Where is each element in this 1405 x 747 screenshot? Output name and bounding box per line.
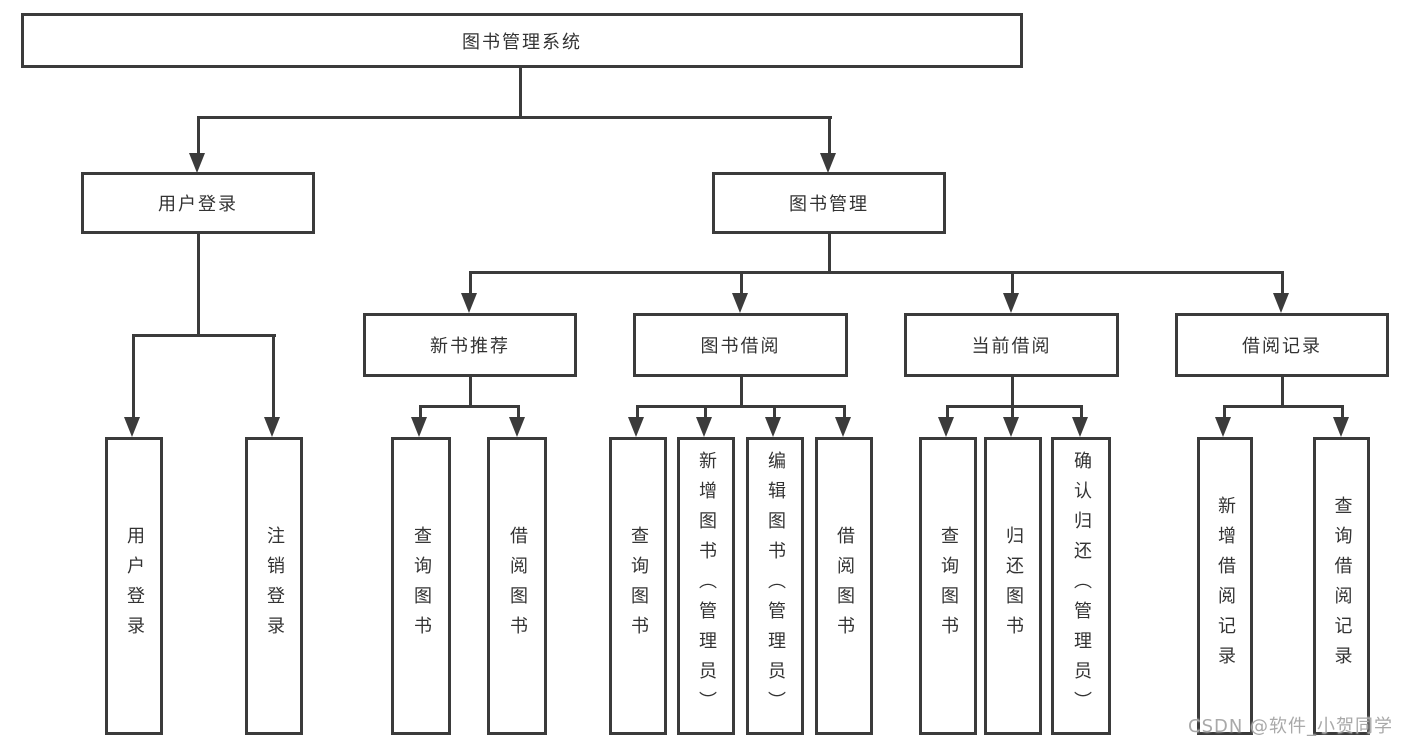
arrow-down-icon (461, 293, 477, 313)
node-label: 用户登录 (124, 526, 145, 646)
node-book-borrowing: 图书借阅 (633, 313, 848, 377)
leaf-user-login: 用户登录 (105, 437, 163, 735)
connector-line (272, 334, 275, 418)
arrow-down-icon (765, 417, 781, 437)
arrow-down-icon (411, 417, 427, 437)
node-label: 用户登录 (158, 194, 238, 215)
leaf-borrow-books: 借阅图书 (815, 437, 873, 735)
connector-line (946, 405, 1083, 408)
connector-line (704, 405, 707, 418)
connector-line (419, 405, 422, 418)
node-label: 注销登录 (264, 526, 285, 646)
arrow-down-icon (628, 417, 644, 437)
connector-line (519, 66, 522, 119)
leaf-borrow-books-recommend: 借阅图书 (487, 437, 547, 735)
leaf-query-books-current: 查询图书 (919, 437, 977, 735)
arrow-down-icon (938, 417, 954, 437)
connector-line (197, 116, 200, 154)
node-current-borrowing: 当前借阅 (904, 313, 1119, 377)
connector-line (1080, 405, 1083, 418)
connector-line (1011, 375, 1014, 408)
connector-line (469, 375, 472, 408)
arrow-down-icon (1003, 293, 1019, 313)
arrow-down-icon (1072, 417, 1088, 437)
connector-line (740, 271, 743, 295)
node-label: 图书管理系统 (462, 31, 582, 53)
connector-line (419, 405, 520, 408)
node-borrowing-records: 借阅记录 (1175, 313, 1389, 377)
leaf-edit-book-admin: 编辑图书（管理员） (746, 437, 804, 735)
node-label: 借阅图书 (834, 526, 855, 646)
node-label: 查询图书 (938, 526, 959, 646)
leaf-query-books-recommend: 查询图书 (391, 437, 451, 735)
leaf-query-books-borrowing: 查询图书 (609, 437, 667, 735)
connector-line (828, 232, 831, 274)
node-label: 借阅记录 (1242, 336, 1322, 357)
connector-line (469, 271, 472, 295)
node-book-management: 图书管理 (712, 172, 946, 234)
connector-line (828, 116, 831, 154)
arrow-down-icon (835, 417, 851, 437)
leaf-logout: 注销登录 (245, 437, 303, 735)
leaf-query-borrow-record: 查询借阅记录 (1313, 437, 1370, 735)
connector-line (197, 116, 832, 119)
connector-line (1011, 271, 1014, 295)
node-user-login: 用户登录 (81, 172, 315, 234)
watermark: CSDN @软件_小贺同学 (1188, 716, 1394, 737)
node-library-management-system: 图书管理系统 (21, 13, 1023, 68)
arrow-down-icon (1215, 417, 1231, 437)
connector-line (132, 334, 276, 337)
connector-line (1281, 375, 1284, 408)
leaf-return-book: 归还图书 (984, 437, 1042, 735)
connector-line (469, 271, 1284, 274)
node-label: 查询借阅记录 (1331, 496, 1353, 676)
connector-line (636, 405, 846, 408)
node-label: 新增借阅记录 (1215, 496, 1236, 676)
connector-line (1223, 405, 1226, 418)
node-label: 图书借阅 (700, 336, 781, 357)
node-label: 归还图书 (1003, 526, 1024, 646)
connector-line (843, 405, 846, 418)
leaf-add-book-admin: 新增图书（管理员） (677, 437, 735, 735)
leaf-add-borrow-record: 新增借阅记录 (1197, 437, 1253, 735)
connector-line (1223, 405, 1344, 408)
node-label: 查询图书 (411, 526, 432, 646)
arrow-down-icon (1003, 417, 1019, 437)
connector-line (773, 405, 776, 418)
arrow-down-icon (1273, 293, 1289, 313)
connector-line (197, 232, 200, 337)
connector-line (636, 405, 639, 418)
node-label: 编辑图书（管理员） (765, 451, 786, 721)
node-label: 查询图书 (628, 526, 649, 646)
arrow-down-icon (189, 153, 205, 173)
arrow-down-icon (732, 293, 748, 313)
connector-line (1281, 271, 1284, 295)
arrow-down-icon (820, 153, 836, 173)
node-new-book-recommendation: 新书推荐 (363, 313, 577, 377)
connector-line (1341, 405, 1344, 418)
node-label: 图书管理 (789, 194, 869, 215)
arrow-down-icon (1333, 417, 1349, 437)
node-label: 确认归还（管理员） (1071, 451, 1092, 721)
node-label: 当前借阅 (971, 336, 1052, 357)
connector-line (946, 405, 949, 418)
node-label: 新书推荐 (430, 336, 510, 357)
arrow-down-icon (264, 417, 280, 437)
node-label: 借阅图书 (507, 526, 528, 646)
connector-line (132, 334, 135, 418)
connector-line (1011, 405, 1014, 418)
arrow-down-icon (509, 417, 525, 437)
node-label: 新增图书（管理员） (696, 451, 717, 721)
connector-line (517, 405, 520, 418)
leaf-confirm-return-admin: 确认归还（管理员） (1051, 437, 1111, 735)
arrow-down-icon (696, 417, 712, 437)
connector-line (740, 375, 743, 408)
arrow-down-icon (124, 417, 140, 437)
